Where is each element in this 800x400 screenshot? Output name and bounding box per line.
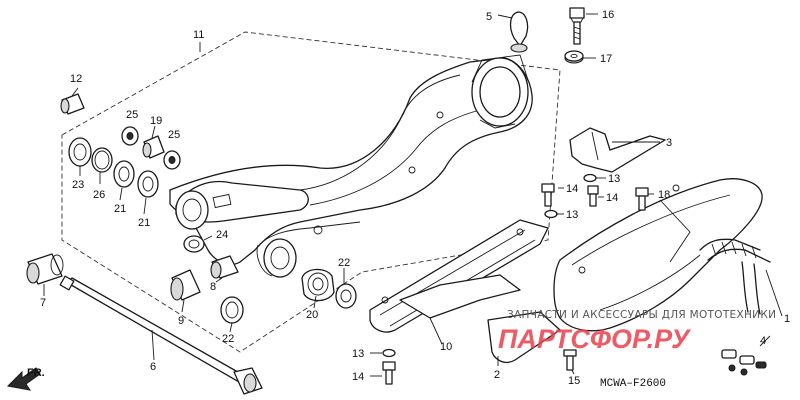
callout-20: 20 bbox=[306, 309, 318, 321]
leader-lines bbox=[43, 13, 783, 377]
collar-19[interactable] bbox=[142, 135, 165, 159]
right-pivot-boss bbox=[256, 238, 297, 278]
callouts: 11 5 16 17 12 25 19 25 23 26 21 21 3 14 … bbox=[40, 9, 790, 387]
mud-guard[interactable] bbox=[487, 311, 561, 364]
callout-13-mid: 13 bbox=[566, 209, 578, 221]
dust-seal-25-left[interactable] bbox=[121, 126, 139, 146]
pivot-collar-7[interactable] bbox=[26, 253, 64, 285]
front-arrow: FR. bbox=[6, 367, 45, 391]
bolt-14-lower[interactable] bbox=[382, 361, 396, 385]
callout-3: 3 bbox=[666, 137, 672, 149]
callout-26: 26 bbox=[93, 189, 105, 201]
circlip-26[interactable] bbox=[91, 147, 113, 173]
bearing-20[interactable] bbox=[301, 268, 335, 302]
callout-4: 4 bbox=[760, 335, 766, 347]
callout-5: 5 bbox=[486, 11, 492, 23]
callout-2: 2 bbox=[494, 369, 500, 381]
axle-clamp bbox=[471, 54, 529, 129]
chain-joint-kit[interactable] bbox=[721, 349, 767, 376]
callout-9: 9 bbox=[178, 315, 184, 327]
bearing-21-right[interactable] bbox=[137, 170, 159, 198]
chain-case[interactable] bbox=[553, 178, 763, 332]
callout-8: 8 bbox=[210, 281, 216, 293]
diagram-code: MCWA–F2600 bbox=[600, 378, 666, 390]
oil-seal-23[interactable] bbox=[68, 137, 92, 167]
callout-22-lower: 22 bbox=[222, 333, 234, 345]
bolt-16[interactable] bbox=[569, 7, 585, 45]
callout-14-lower: 14 bbox=[352, 371, 364, 383]
washer-17[interactable] bbox=[564, 50, 584, 64]
callout-24: 24 bbox=[216, 229, 228, 241]
callout-15: 15 bbox=[568, 375, 580, 387]
bolt-18[interactable] bbox=[635, 187, 649, 211]
clip[interactable] bbox=[509, 11, 529, 53]
callout-1: 1 bbox=[784, 313, 790, 325]
collar-12[interactable] bbox=[60, 93, 85, 115]
callout-25-left: 25 bbox=[126, 109, 138, 121]
callout-19: 19 bbox=[150, 115, 162, 127]
bushing-8[interactable] bbox=[210, 255, 239, 279]
callout-13-lower: 13 bbox=[352, 348, 364, 360]
bolt-14-upper[interactable] bbox=[541, 183, 555, 207]
pivot-shaft-6[interactable] bbox=[59, 275, 263, 395]
callout-16: 16 bbox=[602, 9, 614, 21]
callout-14-mid: 14 bbox=[606, 192, 618, 204]
collar-24[interactable] bbox=[183, 235, 205, 253]
callout-22-right: 22 bbox=[338, 257, 350, 269]
front-marker-label: FR. bbox=[27, 367, 45, 379]
callout-7: 7 bbox=[40, 297, 46, 309]
callout-6: 6 bbox=[150, 361, 156, 373]
collar-9[interactable] bbox=[170, 269, 201, 301]
washer-13-upper[interactable] bbox=[583, 173, 597, 183]
callout-18: 18 bbox=[658, 189, 670, 201]
callout-12: 12 bbox=[70, 73, 82, 85]
callout-13-upper: 13 bbox=[608, 173, 620, 185]
callout-10: 10 bbox=[440, 341, 452, 353]
bracket-3[interactable] bbox=[569, 127, 666, 173]
dust-seal-25-right[interactable] bbox=[163, 150, 181, 170]
washer-13-mid[interactable] bbox=[544, 209, 558, 219]
drive-chain[interactable] bbox=[699, 238, 771, 315]
washer-13-lower[interactable] bbox=[382, 348, 396, 358]
assembly-boundary bbox=[61, 31, 561, 353]
callout-21-right: 21 bbox=[138, 217, 150, 229]
left-pivot-boss bbox=[175, 190, 209, 230]
callout-21-left: 21 bbox=[114, 203, 126, 215]
callout-11: 11 bbox=[193, 29, 204, 41]
callout-25-right: 25 bbox=[168, 129, 180, 141]
bolt-14-mid[interactable] bbox=[587, 185, 599, 207]
bearing-22-lower[interactable] bbox=[220, 296, 244, 324]
bearing-21-left[interactable] bbox=[113, 160, 135, 188]
callout-17: 17 bbox=[600, 53, 612, 65]
watermark-logo: ПАРТСФОР.РУ bbox=[498, 324, 691, 354]
watermark-text: ЗАПЧАСТИ И АКСЕССУАРЫ ДЛЯ МОТОТЕХНИКИ bbox=[507, 309, 776, 321]
screw-15[interactable] bbox=[563, 349, 577, 371]
bearing-stack-left bbox=[68, 126, 181, 198]
swingarm[interactable] bbox=[169, 57, 533, 265]
seal-22-right[interactable] bbox=[335, 283, 357, 309]
callout-23: 23 bbox=[72, 179, 84, 191]
callout-14-upper: 14 bbox=[566, 183, 578, 195]
